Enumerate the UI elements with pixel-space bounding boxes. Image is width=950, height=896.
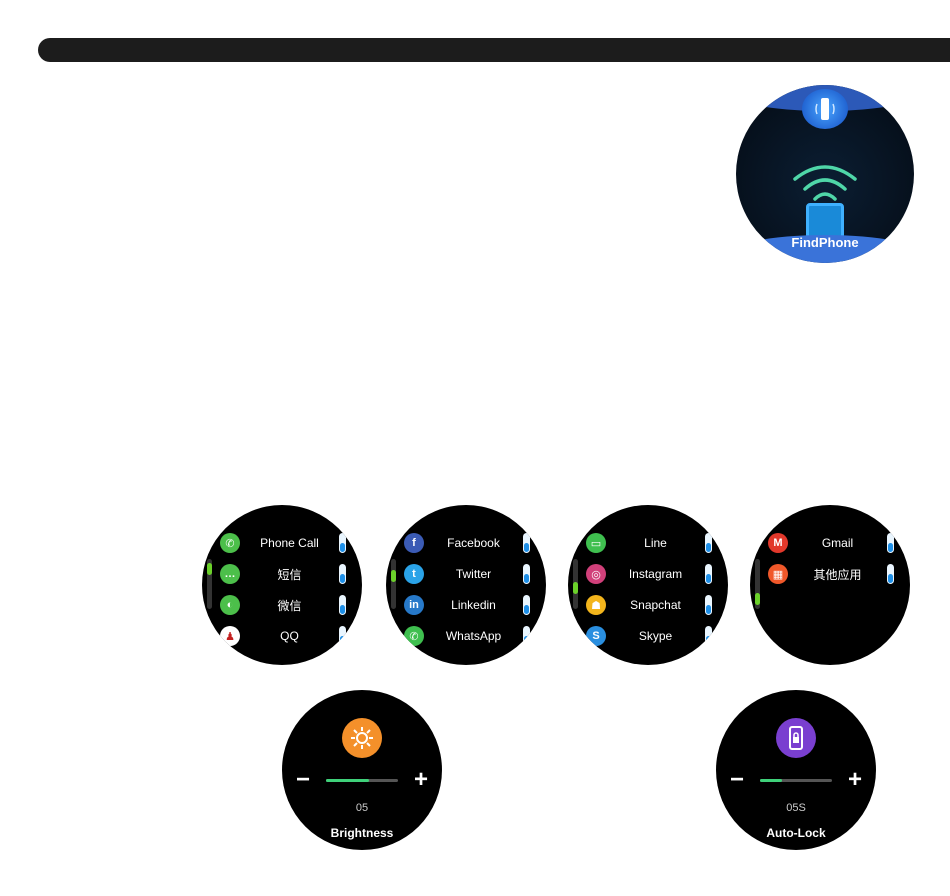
facebook-icon: f [404,533,424,553]
notification-toggle[interactable] [705,626,712,646]
decrease-button[interactable]: − [730,770,744,790]
app-name-label: Snapchat [606,598,705,612]
find-phone-watch[interactable]: FindPhone [736,85,914,263]
other-apps-icon: ▦ [768,564,788,584]
instagram-icon: ◎ [586,564,606,584]
notification-toggle[interactable] [705,533,712,553]
phone-vibrate-icon [802,89,848,129]
notification-toggle[interactable] [339,564,346,584]
notification-row[interactable]: ◐微信 [220,593,346,617]
notification-row[interactable]: ▦其他应用 [768,562,894,586]
app-name-label: Instagram [606,567,705,581]
find-phone-label: FindPhone [736,235,914,250]
notification-row[interactable]: ✆Phone Call [220,531,346,555]
level-fill [326,779,369,782]
notification-row[interactable]: ▭Line [586,531,712,555]
app-name-label: QQ [240,629,339,643]
increase-button[interactable]: + [414,770,428,790]
notification-toggle[interactable] [523,595,530,615]
linkedin-icon: in [404,595,424,615]
level-fill [760,779,782,782]
setting-name: Auto-Lock [716,826,876,840]
auto-lock-watch[interactable]: − +05S Auto-Lock [716,690,876,850]
scroll-indicator[interactable] [755,559,760,609]
signal-waves-icon [790,161,860,205]
app-name-label: Facebook [424,536,523,550]
increase-button[interactable]: + [848,770,862,790]
app-name-label: Linkedin [424,598,523,612]
scroll-indicator[interactable] [573,559,578,609]
app-name-label: WhatsApp [424,629,523,643]
notification-toggle[interactable] [523,533,530,553]
notification-toggle[interactable] [523,564,530,584]
notification-toggle[interactable] [705,564,712,584]
app-name-label: 短信 [240,566,339,583]
app-name-label: 微信 [240,597,339,614]
setting-value: 05S [716,802,876,814]
scroll-indicator[interactable] [207,559,212,609]
notification-toggle[interactable] [887,564,894,584]
notification-toggle[interactable] [339,595,346,615]
setting-value: 05 [282,802,442,814]
app-name-label: Gmail [788,536,887,550]
gmail-icon: M [768,533,788,553]
brightness-icon [342,718,382,758]
notification-row[interactable]: ☗Snapchat [586,593,712,617]
app-name-label: 其他应用 [788,566,887,583]
qq-icon: ♟ [220,626,240,646]
phone-icon: ✆ [220,533,240,553]
notification-row[interactable]: ♟QQ [220,624,346,648]
notification-toggle[interactable] [339,626,346,646]
scroll-indicator[interactable] [391,559,396,609]
notification-toggle[interactable] [523,626,530,646]
notification-watch-1[interactable]: ✆Phone Call…短信◐微信♟QQ [202,505,362,665]
notification-toggle[interactable] [705,595,712,615]
notification-toggle[interactable] [339,533,346,553]
whatsapp-icon: ✆ [404,626,424,646]
setting-name: Brightness [282,826,442,840]
notification-row[interactable]: ◎Instagram [586,562,712,586]
lock-icon [776,718,816,758]
twitter-icon: t [404,564,424,584]
decrease-button[interactable]: − [296,770,310,790]
app-name-label: Twitter [424,567,523,581]
skype-icon: S [586,626,606,646]
message-icon: … [220,564,240,584]
notification-row[interactable]: …短信 [220,562,346,586]
wechat-icon: ◐ [220,595,240,615]
level-slider[interactable] [326,779,398,782]
line-icon: ▭ [586,533,606,553]
level-slider[interactable] [760,779,832,782]
app-name-label: Line [606,536,705,550]
app-name-label: Phone Call [240,536,339,550]
notification-row[interactable]: ✆WhatsApp [404,624,530,648]
phone-icon [806,203,844,239]
app-name-label: Skype [606,629,705,643]
header-bar [38,38,950,62]
notification-toggle[interactable] [887,533,894,553]
snapchat-icon: ☗ [586,595,606,615]
